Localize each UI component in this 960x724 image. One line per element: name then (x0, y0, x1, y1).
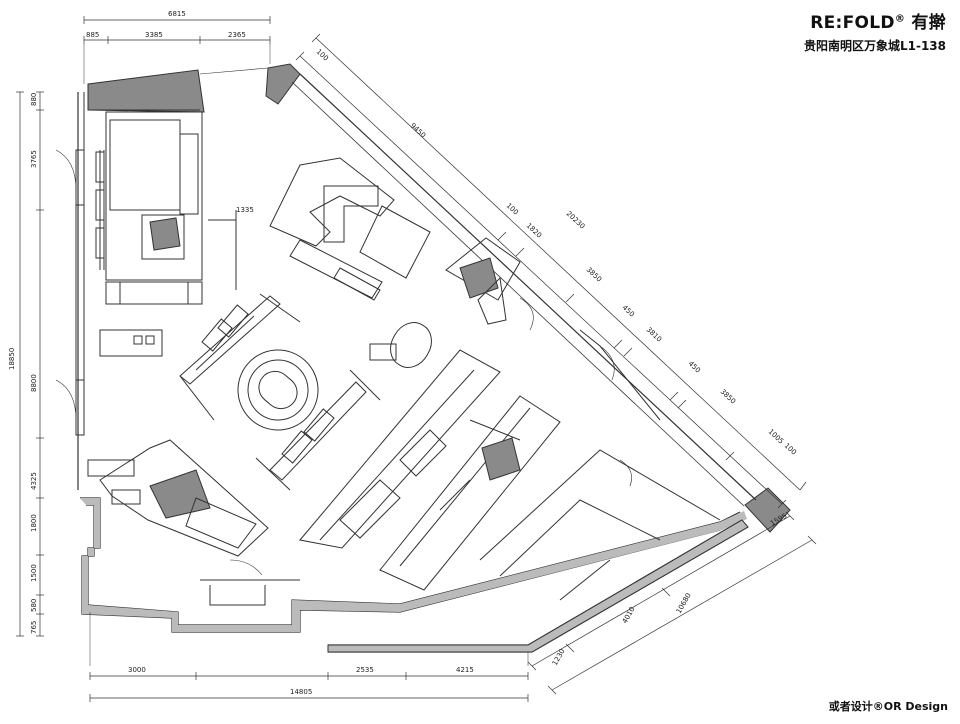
fitting-room (87, 439, 300, 606)
dimension-left (16, 91, 44, 637)
dim-inner-a: 1335 (236, 206, 254, 214)
dim-left-f: 1500 (30, 564, 38, 582)
dim-diag-h: 450 (687, 360, 702, 375)
outer-walls (75, 63, 791, 653)
dim-left-c: 8800 (30, 374, 38, 392)
brand-title: RE:FOLD® 有擀 (810, 8, 946, 33)
dim-left-a: 880 (30, 93, 38, 106)
dim-diag-i: 3850 (719, 388, 737, 406)
shelving-block (379, 395, 561, 591)
dim-top-c: 2365 (228, 31, 246, 39)
dim-top-total: 6815 (168, 10, 186, 18)
dim-diag-k: 100 (783, 442, 798, 457)
dim-left-g: 580 (30, 599, 38, 612)
dim-left-e: 1800 (30, 514, 38, 532)
dim-top-a: 885 (86, 31, 99, 39)
dim-bottom-a: 3000 (128, 666, 146, 674)
long-wall-shelf (299, 349, 501, 549)
dim-diag-e: 3850 (585, 266, 603, 284)
dim-diag-g: 3810 (645, 326, 663, 344)
cash-counter (269, 157, 431, 301)
dim-diag-b: 9450 (409, 122, 427, 140)
dim-diag-total: 20230 (565, 210, 587, 231)
oval-table (237, 349, 319, 431)
dim-diag-a: 100 (315, 48, 330, 63)
dim-right-d: 1230 (551, 648, 567, 667)
designer-credit: 或者设计®OR Design (828, 700, 948, 713)
dim-left-d: 4325 (30, 472, 38, 490)
dimension-labels: 6815 885 3385 2365 18850 880 3765 8800 4… (8, 10, 798, 696)
dimension-bottom (89, 612, 529, 702)
dim-left-h: 765 (30, 621, 38, 634)
dim-bottom-total: 14805 (290, 688, 312, 696)
dim-bottom-b: 2535 (356, 666, 374, 674)
display-rack-right (255, 369, 381, 491)
display-rack-left (179, 293, 301, 421)
store-address: 贵阳南明区万象城L1-138 (803, 39, 946, 53)
dimension-diagonal (295, 33, 807, 509)
dim-top-b: 3385 (145, 31, 163, 39)
dim-diag-d: 1820 (525, 222, 543, 240)
display-corner (445, 237, 521, 325)
dim-bottom-c: 4215 (456, 666, 474, 674)
dim-right-b: 10680 (675, 592, 693, 615)
dimension-bottom-right (527, 511, 817, 695)
registered-mark: ® (894, 13, 906, 25)
dim-right-c: 4010 (621, 606, 637, 625)
back-office-room (55, 111, 237, 421)
brand-name: RE:FOLD (810, 13, 895, 33)
dim-left-b: 3765 (30, 150, 38, 168)
dimension-top (83, 16, 271, 84)
dim-diag-c: 100 (505, 202, 520, 217)
back-rooms (479, 297, 721, 601)
dim-diag-j: 1005 (767, 428, 785, 446)
dim-diag-f: 450 (621, 304, 636, 319)
oval-mirror (369, 322, 432, 368)
brand-name-cn: 有擀 (911, 13, 946, 33)
dim-left-total: 18850 (8, 348, 16, 370)
